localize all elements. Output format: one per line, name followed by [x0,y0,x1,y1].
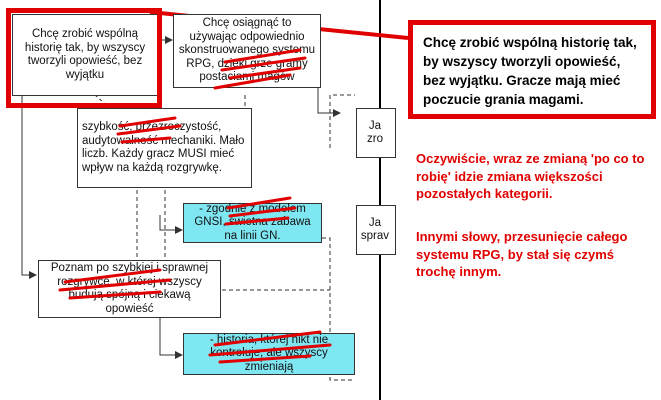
scribble-note [116,116,182,144]
note-speed-transparency: szybkość, przezroczystość, audytowalność… [77,108,252,188]
note-speed-text: szybkość, przezroczystość, audytowalność… [82,121,245,174]
arrow-to-gnsi [159,215,183,234]
dashed-right-bottom [322,237,355,381]
dashed-right-top [329,94,355,148]
arrow-magic-to-right [317,80,341,117]
partial-box-2: Ja sprav [356,205,396,255]
partial-box-2-text: Ja sprav [360,216,389,243]
callout-box: Chcę zrobić wspólną historię tak, by wsz… [408,20,656,119]
partial-box-1-text: Ja zro [367,119,383,146]
partial-box-1: Ja zro [356,108,396,158]
scribble-gnsi [224,196,297,226]
commentary-p1-text: Oczywiście, wraz ze zmianą 'po co to rob… [416,151,645,201]
box-fast-resolve: Poznam po szybkiej i sprawnej rozgrywce,… [38,260,221,318]
scribble-magic [213,48,307,90]
arrow-fast-to-history [159,318,183,359]
red-highlight-frame [6,8,162,108]
commentary-paragraph-2: Innymi słowy, przesunięcie całego system… [416,228,646,281]
commentary-p2-text: Innymi słowy, przesunięcie całego system… [416,229,628,279]
commentary-paragraph-1: Oczywiście, wraz ze zmianą 'po co to rob… [416,150,646,203]
scribble-history [208,330,332,364]
callout-text: Chcę zrobić wspólną historię tak, by wsz… [423,35,637,107]
arrow-goal-to-fast [21,90,37,279]
scribble-fast [58,268,172,300]
box-main-goal-text: Chcę zrobić wspólną historię tak, by wsz… [24,28,146,81]
